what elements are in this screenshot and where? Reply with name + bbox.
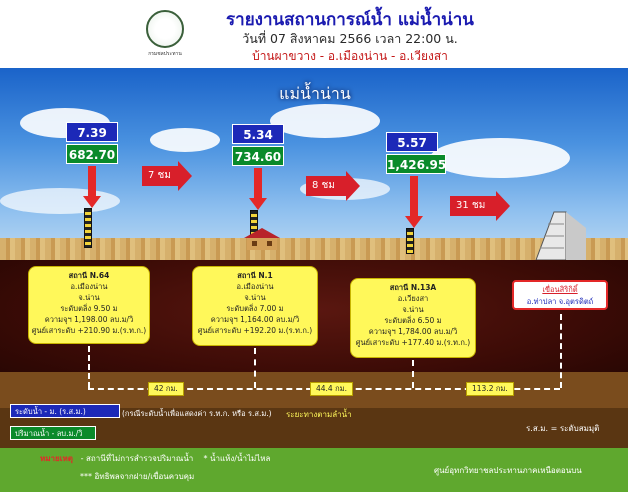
remark-3: *** อิทธิพลจากฝาย/เขื่อนควบคุม (80, 472, 195, 481)
dam-icon (535, 211, 586, 260)
station-code: สถานี N.13A (389, 283, 437, 292)
station-volume-value: 734.60 (232, 146, 284, 166)
house-icon (244, 228, 280, 250)
down-arrow-head-icon (83, 196, 101, 208)
station-code: สถานี N.64 (68, 271, 110, 280)
station-province: จ.น่าน (244, 293, 266, 302)
remark-label: หมายเหตุ (40, 454, 73, 463)
msl-note: ร.ส.ม. = ระดับสมมุติ (526, 424, 600, 433)
down-arrow-icon (254, 168, 262, 198)
distance-guide (88, 346, 90, 388)
legend-volume: ปริมาณน้ำ - ลบ.ม./วิ (10, 426, 96, 440)
station-capacity: ความจุฯ 1,784.00 ลบ.ม/วิ (368, 327, 458, 336)
station-province: จ.น่าน (402, 305, 424, 314)
report-title: รายงานสถานการณ์น้ำ แม่น้ำน่าน (226, 10, 474, 30)
cloud (430, 138, 570, 178)
dam-location: อ.ท่าปลา จ.อุตรดิตถ์ (526, 297, 594, 306)
down-arrow-icon (88, 166, 96, 196)
distance-guide (560, 314, 562, 388)
flow-direction-label: ระยะทางตามลำน้ำ (286, 410, 352, 419)
station-level-value: 7.39 (66, 122, 118, 142)
station-info-box: สถานี N.1 อ.เมืองน่าน จ.น่าน ระดับตลิ่ง … (192, 266, 318, 346)
station-volume-value: 1,426.95 (386, 154, 446, 174)
report-header: กรมชลประทาน รายงานสถานการณ์น้ำ แม่น้ำน่า… (0, 0, 628, 68)
cloud (270, 104, 380, 138)
report-date: วันที่ 07 สิงหาคม 2566 เวลา 22:00 น. (242, 31, 458, 46)
distance-guide (412, 360, 414, 388)
down-arrow-icon (410, 176, 418, 216)
staff-gauge-icon (84, 208, 92, 248)
station-info-box: สถานี N.64 อ.เมืองน่าน จ.น่าน ระดับตลิ่ง… (28, 266, 150, 344)
distance-label: 44.4 กม. (310, 382, 353, 396)
logo-emblem-icon (146, 10, 184, 48)
distance-label: 42 กม. (148, 382, 184, 396)
station-volume-value: 682.70 (66, 144, 118, 164)
station-amphoe: อ.เมืองน่าน (70, 282, 108, 291)
station-bank-level: ระดับตลิ่ง 9.50 ม (60, 304, 118, 313)
travel-time-label: 8 ชม (306, 176, 346, 196)
dam-name: เขื่อนสิริกิติ์ (542, 285, 578, 294)
station-level-value: 5.34 (232, 124, 284, 144)
dam-info-box: เขื่อนสิริกิติ์ อ.ท่าปลา จ.อุตรดิตถ์ (512, 280, 608, 310)
distance-label: 113.2 กม. (466, 382, 514, 396)
station-province: จ.น่าน (78, 293, 100, 302)
rid-logo: กรมชลประทาน (143, 10, 187, 58)
cloud (0, 188, 120, 214)
river-scene: แม่น้ำน่าน 7.39 682.70 5.34 734.60 5.57 … (0, 68, 628, 448)
travel-time-label: 31 ชม (450, 196, 496, 216)
report-location: บ้านผาขวาง - อ.เมืองน่าน - อ.เวียงสา (252, 49, 448, 63)
travel-arrow-icon (178, 161, 192, 191)
river-name: แม่น้ำน่าน (279, 84, 351, 103)
legend-level: ระดับน้ำ - ม. (ร.ส.ม.) (10, 404, 120, 418)
station-zero-gauge: ศูนย์เสาระดับ +210.90 ม.(ร.ท.ก.) (31, 326, 147, 335)
station-capacity: ความจุฯ 1,198.00 ลบ.ม/วิ (44, 315, 134, 324)
station-info-box: สถานี N.13A อ.เวียงสา จ.น่าน ระดับตลิ่ง … (350, 278, 476, 358)
ground-layer (0, 238, 628, 264)
distance-guide (254, 348, 256, 388)
remark-1: - สถานีที่ไม่การสำรวจปริมาณน้ำ (80, 454, 194, 463)
down-arrow-head-icon (249, 198, 267, 210)
station-bank-level: ระดับตลิ่ง 6.50 ม (384, 316, 442, 325)
travel-arrow-icon (346, 171, 360, 201)
station-amphoe: อ.เวียงสา (397, 294, 429, 303)
down-arrow-head-icon (405, 216, 423, 228)
remark-2: * น้ำแห้ง/น้ำไม่ไหล (203, 454, 271, 463)
station-level-value: 5.57 (386, 132, 438, 152)
center-name: ศูนย์อุทกวิทยาชลประทานภาคเหนือตอนบน (434, 466, 582, 475)
footer: หมายเหตุ - สถานีที่ไม่การสำรวจปริมาณน้ำ … (0, 448, 628, 492)
footer-remarks: หมายเหตุ - สถานีที่ไม่การสำรวจปริมาณน้ำ … (40, 452, 270, 465)
station-bank-level: ระดับตลิ่ง 7.00 ม (226, 304, 284, 313)
station-code: สถานี N.1 (237, 271, 273, 280)
cloud (150, 128, 220, 152)
station-zero-gauge: ศูนย์เสาระดับ +192.20 ม.(ร.ท.ก.) (197, 326, 313, 335)
station-capacity: ความจุฯ 1,164.00 ลบ.ม/วิ (210, 315, 300, 324)
legend-note: (กรณีระดับน้ำเพื่อแสดงค่า ร.ท.ก. หรือ ร.… (122, 409, 272, 418)
travel-arrow-icon (496, 191, 510, 221)
staff-gauge-icon (406, 228, 414, 254)
station-zero-gauge: ศูนย์เสาระดับ +177.40 ม.(ร.ท.ก.) (355, 338, 471, 347)
logo-caption: กรมชลประทาน (148, 51, 182, 57)
station-amphoe: อ.เมืองน่าน (236, 282, 274, 291)
travel-time-label: 7 ชม (142, 166, 178, 186)
